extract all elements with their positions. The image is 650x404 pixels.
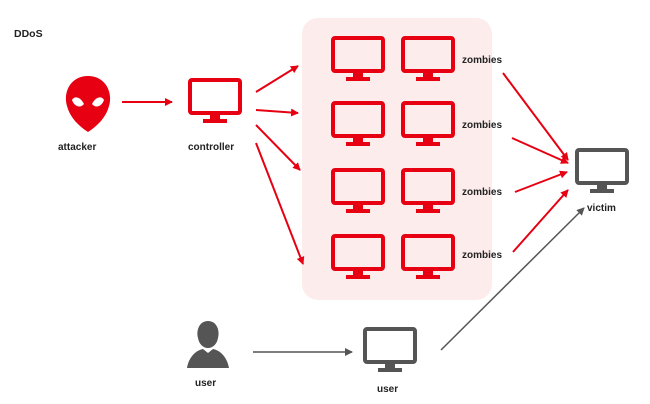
zombie-monitor-icon — [331, 234, 385, 279]
zombie-monitor-icon — [331, 168, 385, 213]
arrow-controller-to-zombies-2 — [255, 108, 299, 117]
zombies-label: zombies — [462, 55, 502, 66]
arrow-zombies-to-victim-4 — [512, 189, 569, 253]
user-person-label: user — [195, 378, 216, 389]
arrow-zombies-to-victim-3 — [514, 170, 568, 193]
alien-head-icon — [65, 76, 111, 132]
zombies-label: zombies — [462, 250, 502, 261]
zombie-monitor-icon — [331, 36, 385, 81]
victim-label: victim — [587, 203, 616, 214]
controller-monitor-icon — [188, 78, 242, 123]
user-computer-label: user — [377, 384, 398, 395]
arrow-controller-to-zombies-3 — [255, 124, 301, 171]
arrow-zombies-to-victim-2 — [511, 137, 569, 164]
zombie-monitor-icon — [401, 168, 455, 213]
zombies-label: zombies — [462, 120, 502, 131]
user-monitor-icon — [363, 327, 417, 372]
arrow-zombies-to-victim-1 — [502, 72, 569, 161]
zombie-group-background — [302, 18, 492, 300]
arrow-controller-to-zombies-1 — [255, 65, 299, 93]
zombie-monitor-icon — [401, 234, 455, 279]
arrow-user-computer-to-victim — [440, 207, 585, 351]
zombie-monitor-icon — [401, 101, 455, 146]
zombies-label: zombies — [462, 187, 502, 198]
arrow-controller-to-zombies-4 — [255, 142, 305, 265]
diagram-title: DDoS — [14, 28, 43, 40]
attacker-label: attacker — [58, 142, 96, 153]
zombie-monitor-icon — [331, 101, 385, 146]
victim-monitor-icon — [575, 148, 629, 193]
controller-label: controller — [188, 142, 234, 153]
zombie-monitor-icon — [401, 36, 455, 81]
person-icon — [187, 321, 229, 368]
